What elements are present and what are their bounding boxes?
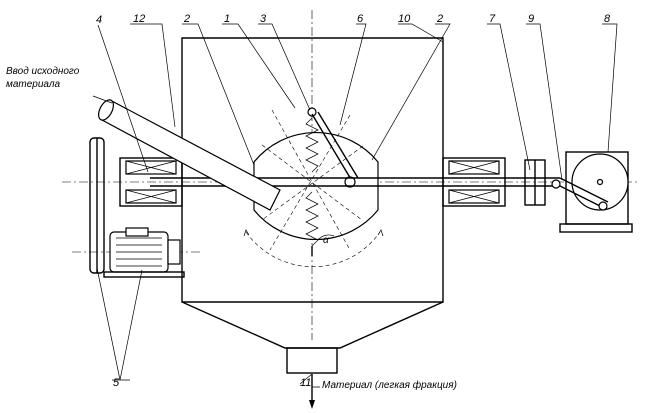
callout-11: 11 [300,377,311,389]
input-material-label-line2: материала [6,79,61,90]
callout-2-left: 2 [183,13,190,25]
rod-pivot-left [552,180,560,188]
callout-5: 5 [113,377,120,389]
hopper-cone [182,302,443,348]
callout-1: 1 [224,13,230,25]
motor-terminal-box [126,228,148,236]
motor-base [104,272,184,277]
callout-6: 6 [357,13,364,25]
rod-pivot-right [599,202,607,210]
callout-8: 8 [604,13,611,25]
callout-2-right: 2 [436,13,443,25]
callout-9: 9 [528,13,534,25]
outlet-nozzle [287,348,337,373]
callout-7: 7 [489,13,496,25]
callout-4: 4 [96,14,102,26]
eccentric-centre [598,180,603,185]
callout-3: 3 [260,13,267,25]
rotation-arrow-right [378,230,383,236]
input-material-label-line1: Ввод исходного [6,66,80,77]
drive-unit-base [560,224,632,232]
callout-10: 10 [398,13,411,25]
output-material-label: Материал (легкая фракция) [322,379,457,391]
motor-end-cap [168,240,180,264]
angle-alpha-symbol: α [323,235,329,246]
callout-12: 12 [133,13,145,25]
output-flow-arrowhead [309,400,315,409]
